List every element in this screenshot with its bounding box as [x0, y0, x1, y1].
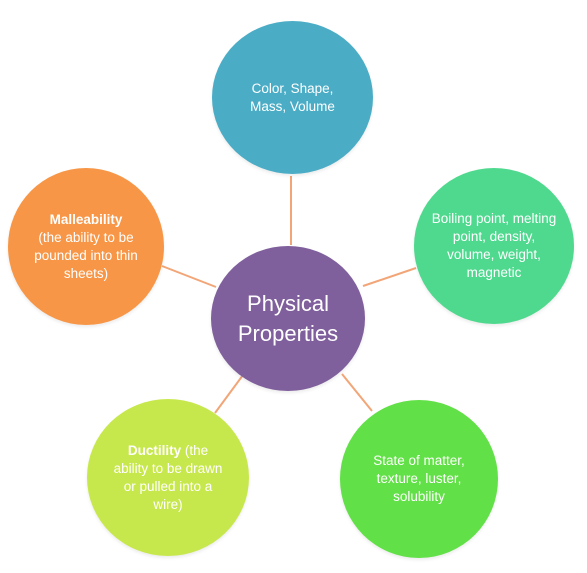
- node-ductility: Ductility (the ability to be drawn or pu…: [87, 399, 249, 556]
- node-bottom-right-label: State of matter, texture, luster, solubi…: [373, 453, 465, 504]
- connector-right: [362, 267, 417, 287]
- malleability-term: Malleability: [49, 211, 123, 227]
- node-physical-properties-center: Physical Properties: [211, 246, 365, 391]
- ductility-definition: (the ability to be drawn or pulled into …: [113, 442, 223, 512]
- connector-left: [161, 265, 217, 288]
- node-color-shape-mass-volume: Color, Shape, Mass, Volume: [212, 21, 373, 174]
- node-state-of-matter: State of matter, texture, luster, solubi…: [340, 400, 498, 558]
- node-top-label: Color, Shape, Mass, Volume: [250, 80, 335, 114]
- malleability-definition: (the ability to be pounded into thin she…: [34, 229, 138, 281]
- connector-bottom-right: [341, 373, 373, 412]
- connector-bottom-left: [214, 374, 244, 414]
- node-bottom-left-label: Ductility (the ability to be drawn or pu…: [87, 442, 249, 514]
- center-label: Physical Properties: [237, 290, 339, 346]
- ductility-term: Ductility: [127, 442, 182, 458]
- node-malleability: Malleability (the ability to be pounded …: [8, 168, 164, 325]
- node-boiling-point: Boiling point, melting point, density, v…: [414, 168, 574, 324]
- node-left-label: Malleability (the ability to be pounded …: [8, 211, 164, 283]
- node-right-label: Boiling point, melting point, density, v…: [431, 211, 557, 280]
